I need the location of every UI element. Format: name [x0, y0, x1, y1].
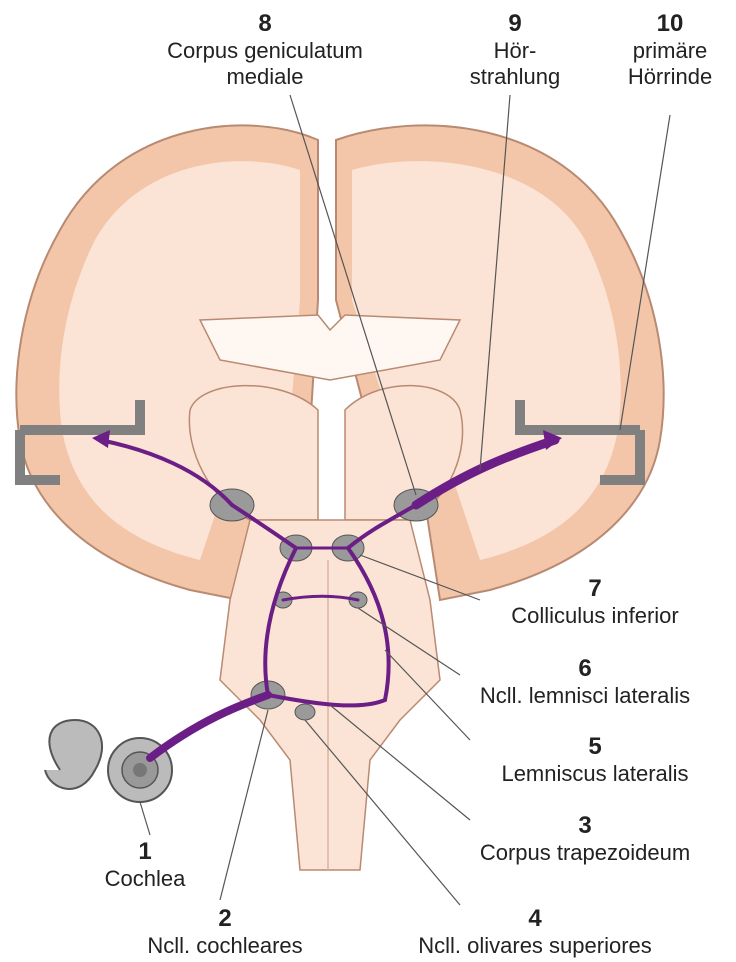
- label-text: Ncll. cochleares: [100, 933, 350, 959]
- label-corpus-trapezoideum: 3 Corpus trapezoideum: [440, 812, 730, 866]
- label-ncll-lemnisci-lateralis: 6 Ncll. lemnisci lateralis: [440, 655, 730, 709]
- ncll-olivares-nucleus: [295, 704, 315, 720]
- label-number: 7: [470, 575, 720, 603]
- cochlea: [45, 720, 172, 802]
- label-hoerstrahlung: 9 Hör- strahlung: [450, 10, 580, 90]
- label-ncll-olivares-superiores: 4 Ncll. olivares superiores: [370, 905, 700, 959]
- label-cochlea: 1 Cochlea: [70, 838, 220, 892]
- label-number: 10: [605, 10, 735, 38]
- label-text: Corpus trapezoideum: [440, 840, 730, 866]
- label-text: Colliculus inferior: [470, 603, 720, 629]
- label-number: 2: [100, 905, 350, 933]
- label-text: primäre Hörrinde: [605, 38, 735, 90]
- cochlear-nerve: [150, 695, 268, 758]
- label-number: 4: [370, 905, 700, 933]
- label-text: Lemniscus lateralis: [460, 761, 730, 787]
- label-primaere-hoerrinde: 10 primäre Hörrinde: [605, 10, 735, 90]
- label-number: 1: [70, 838, 220, 866]
- label-corpus-geniculatum-mediale: 8 Corpus geniculatum mediale: [140, 10, 390, 90]
- label-number: 9: [450, 10, 580, 38]
- leader-1: [140, 802, 150, 835]
- label-text: Corpus geniculatum mediale: [140, 38, 390, 90]
- label-ncll-cochleares: 2 Ncll. cochleares: [100, 905, 350, 959]
- label-number: 3: [440, 812, 730, 840]
- leader-2: [220, 710, 268, 900]
- label-number: 8: [140, 10, 390, 38]
- label-number: 6: [440, 655, 730, 683]
- label-text: Hör- strahlung: [450, 38, 580, 90]
- label-colliculus-inferior: 7 Colliculus inferior: [470, 575, 720, 629]
- label-text: Ncll. lemnisci lateralis: [440, 683, 730, 709]
- label-lemniscus-lateralis: 5 Lemniscus lateralis: [460, 733, 730, 787]
- label-text: Cochlea: [70, 866, 220, 892]
- label-number: 5: [460, 733, 730, 761]
- label-text: Ncll. olivares superiores: [370, 933, 700, 959]
